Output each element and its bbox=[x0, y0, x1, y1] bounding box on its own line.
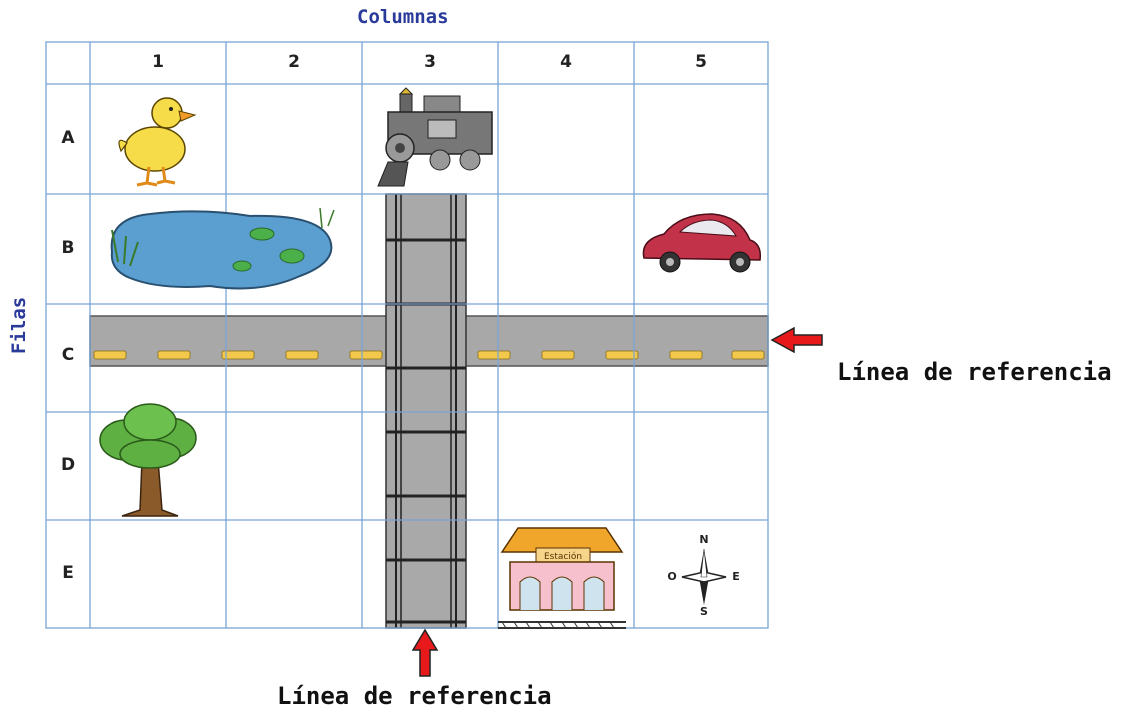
column-header-5: 5 bbox=[695, 52, 707, 72]
compass-east: E bbox=[732, 570, 740, 583]
row-header-a: A bbox=[61, 128, 75, 148]
column-header-1: 1 bbox=[152, 52, 164, 72]
row-header-d: D bbox=[60, 455, 76, 475]
column-header-4: 4 bbox=[560, 52, 572, 72]
reference-label-vertical: Línea de referencia bbox=[277, 682, 552, 710]
column-header-2: 2 bbox=[288, 52, 300, 72]
car-icon bbox=[642, 213, 762, 273]
compass-icon bbox=[681, 548, 727, 605]
compass-south: S bbox=[700, 605, 708, 618]
tree-icon bbox=[99, 403, 197, 517]
column-header-3: 3 bbox=[424, 52, 436, 72]
row-header-e: E bbox=[62, 563, 74, 583]
row-header-b: B bbox=[61, 238, 75, 258]
station-sign: Estación bbox=[544, 551, 582, 562]
grid-lines bbox=[45, 41, 769, 629]
rail-track-vertical bbox=[385, 193, 467, 629]
compass-north: N bbox=[699, 533, 709, 546]
compass-west: O bbox=[667, 570, 677, 583]
station-icon: Estación bbox=[498, 527, 626, 629]
reference-label-horizontal: Línea de referencia bbox=[837, 358, 1112, 386]
pond-icon bbox=[110, 207, 335, 290]
arrow-up-icon bbox=[411, 628, 439, 677]
train-icon bbox=[377, 87, 493, 187]
row-header-c: C bbox=[61, 345, 75, 365]
columns-title: Columnas bbox=[357, 6, 449, 28]
arrow-left-icon bbox=[770, 326, 823, 354]
duck-icon bbox=[118, 97, 197, 187]
